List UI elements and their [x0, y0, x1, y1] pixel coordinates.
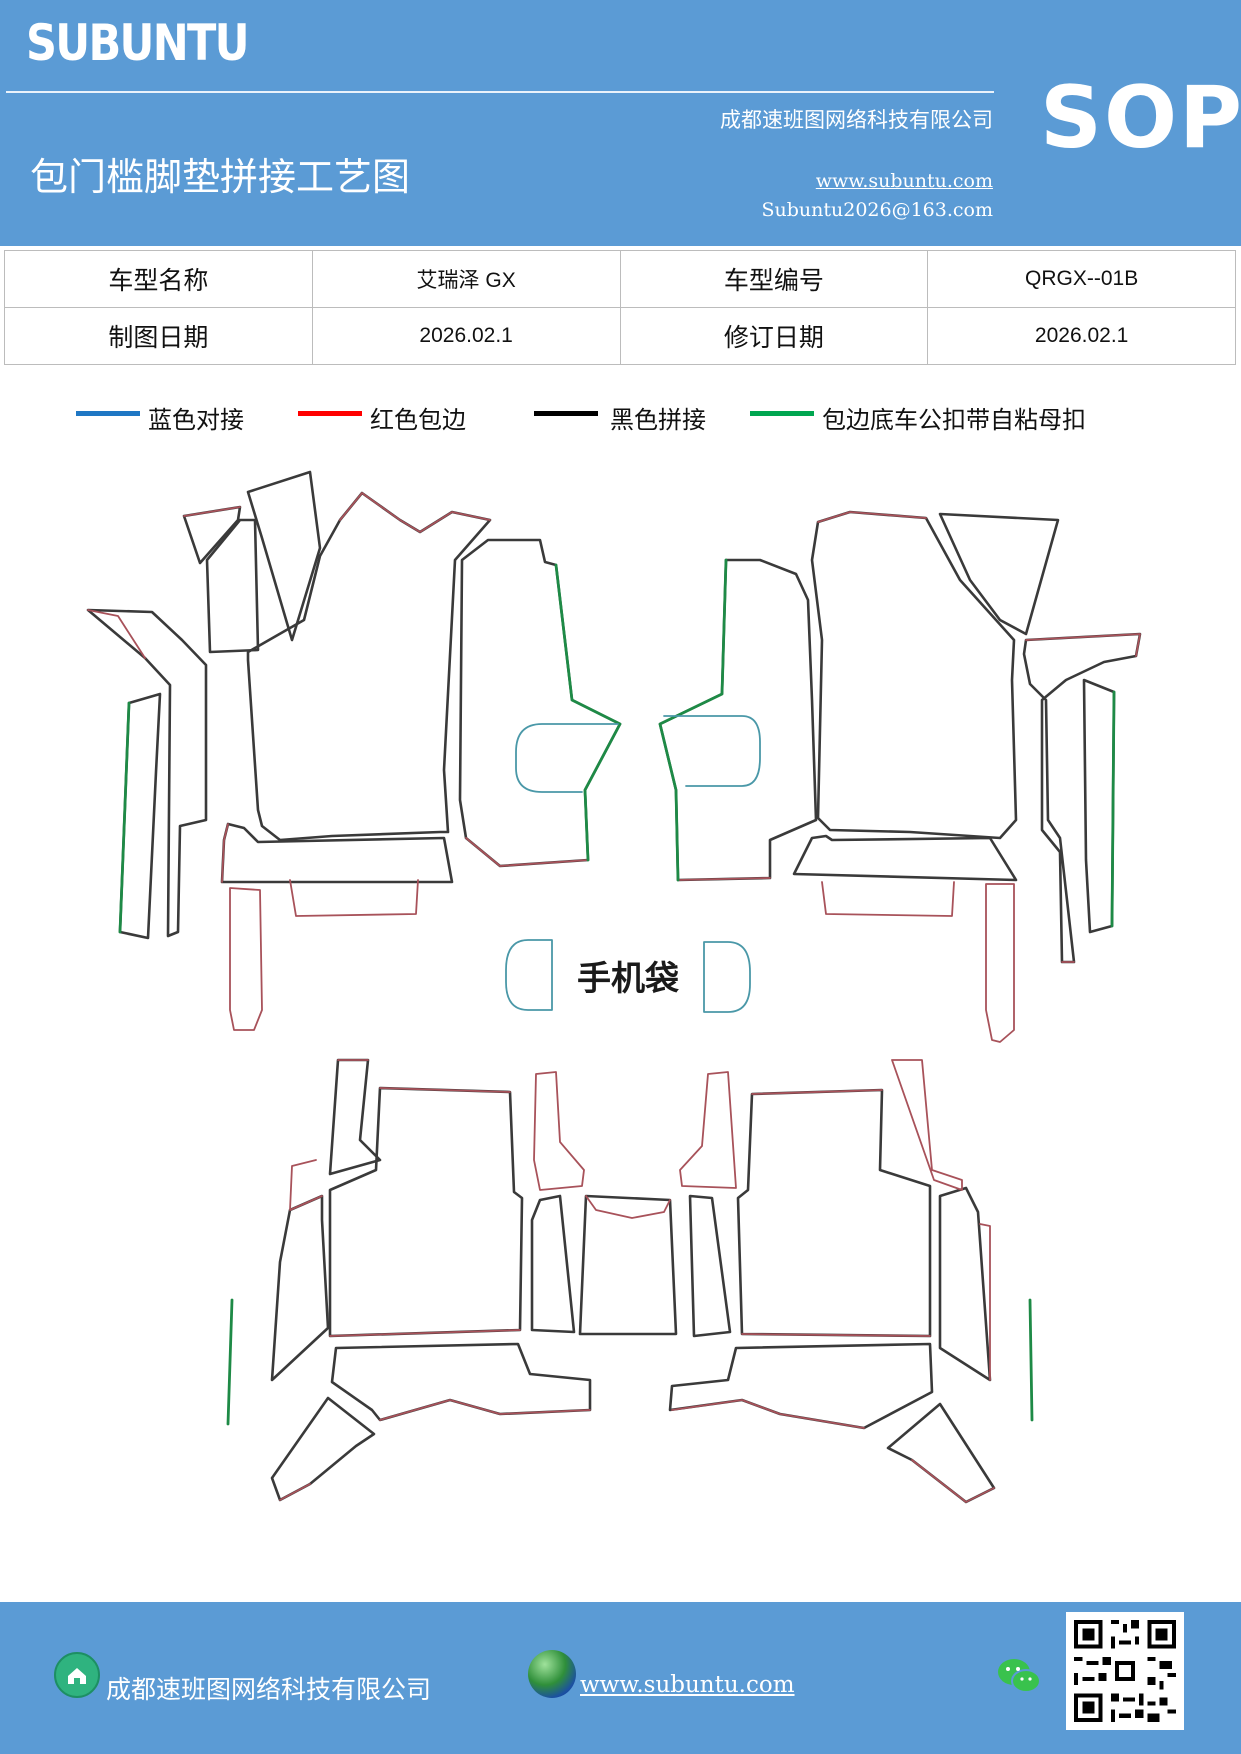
- model-code-value: QRGX--01B: [927, 250, 1236, 308]
- header-email[interactable]: Subuntu2026@163.com: [761, 199, 993, 221]
- brand-logo: SUBUNTU: [26, 14, 249, 72]
- model-name-value: 艾瑞泽 GX: [311, 250, 621, 308]
- legend-swatch-black: [534, 411, 598, 416]
- page-title: 包门槛脚垫拼接工艺图: [30, 155, 411, 199]
- model-name-label: 车型名称: [4, 250, 313, 308]
- header-banner: SUBUNTU 成都速班图网络科技有限公司 SOP 包门槛脚垫拼接工艺图 www…: [0, 0, 1241, 246]
- qr-code[interactable]: [1066, 1612, 1184, 1730]
- header-website-link[interactable]: www.subuntu.com: [815, 170, 993, 192]
- header-divider: [6, 91, 994, 93]
- revise-date-value: 2026.02.1: [927, 307, 1236, 365]
- footer-company: 成都速班图网络科技有限公司: [106, 1675, 432, 1704]
- model-code-label: 车型编号: [619, 250, 929, 308]
- footer-website-link[interactable]: www.subuntu.com: [580, 1672, 795, 1698]
- sop-label: SOP: [1040, 68, 1241, 168]
- table-row: 车型名称 艾瑞泽 GX 车型编号 QRGX--01B: [4, 250, 1236, 308]
- draw-date-label: 制图日期: [4, 307, 313, 365]
- red-binding-edges: [87, 492, 1141, 1503]
- legend-swatch-green: [750, 411, 814, 416]
- legend-label: 黑色拼接: [610, 406, 706, 434]
- legend-label: 蓝色对接: [148, 406, 244, 434]
- globe-icon: [528, 1650, 576, 1698]
- home-icon: [54, 1652, 100, 1698]
- legend-label: 包边底车公扣带自粘母扣: [822, 406, 1086, 434]
- vehicle-info-table: 车型名称 艾瑞泽 GX 车型编号 QRGX--01B 制图日期 2026.02.…: [4, 250, 1236, 365]
- table-row: 制图日期 2026.02.1 修订日期 2026.02.1: [4, 307, 1236, 365]
- revise-date-label: 修订日期: [619, 307, 929, 365]
- blue-butt-joint-lines: [505, 715, 761, 1013]
- green-velcro-edges: [118, 558, 1116, 1426]
- header-company: 成都速班图网络科技有限公司: [720, 108, 993, 132]
- legend-swatch-blue: [76, 411, 140, 416]
- wechat-icon[interactable]: [996, 1656, 1042, 1696]
- line-legend: 蓝色对接 红色包边 黑色拼接 包边底车公扣带自粘母扣: [0, 398, 1241, 438]
- legend-swatch-red: [298, 411, 362, 416]
- mat-pattern-drawing: 手机袋: [86, 470, 1142, 1504]
- phone-pocket-label: 手机袋: [577, 959, 679, 999]
- footer-banner: 成都速班图网络科技有限公司 www.subuntu.com: [0, 1602, 1241, 1754]
- legend-label: 红色包边: [370, 406, 466, 434]
- draw-date-value: 2026.02.1: [311, 307, 621, 365]
